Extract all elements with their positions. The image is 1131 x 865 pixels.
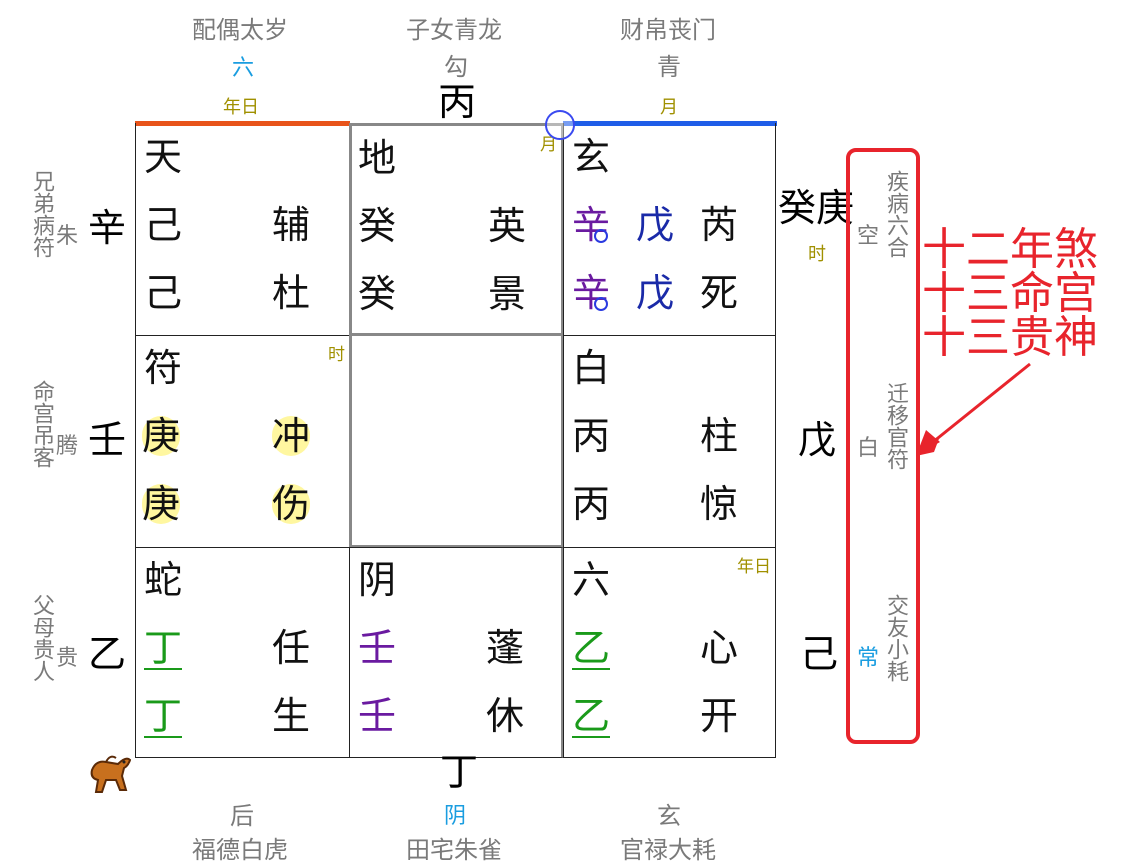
deity: 玄 (572, 135, 611, 179)
stem-heaven: 庚 (142, 414, 181, 458)
cell-r2-c1: 阴 壬 蓬 壬 休 (349, 547, 564, 758)
left-god-1: 腾 (56, 434, 79, 459)
left-god-0: 朱 (56, 224, 79, 249)
door: 休 (486, 694, 525, 738)
stem-heaven: 癸 (358, 204, 397, 248)
cell-r1-c0: 时 符 庚 冲 庚 伤 (135, 335, 350, 548)
star: 任 (272, 626, 311, 670)
right-god-0: 空 (857, 224, 880, 249)
star: 辅 (272, 203, 311, 247)
star: 柱 (700, 414, 739, 458)
right-god-2: 常 (857, 646, 880, 671)
star: 芮 (700, 203, 739, 247)
right-palace-name-1: 迁移官符 (883, 382, 908, 470)
cell-r0-c0: 天 己 辅 己 杜 (135, 123, 350, 336)
right-palace-name-0: 疾病六合 (883, 170, 908, 258)
year-day-mark: 年日 (737, 557, 771, 577)
deity: 白 (572, 346, 611, 390)
star: 心 (700, 626, 739, 670)
top-right-god: 青 (657, 53, 681, 81)
cell-r2-c0: 蛇 丁 任 丁 生 (135, 547, 350, 758)
star: 冲 (272, 414, 311, 458)
stem-mid: 戊 (636, 271, 675, 315)
right-palace-name-2: 交友小耗 (883, 594, 908, 682)
top-right-palace-name: 财帛丧门 (620, 16, 716, 44)
stem-heaven: 丁 (144, 626, 183, 670)
door: 惊 (700, 482, 739, 526)
deity: 天 (144, 135, 183, 179)
red-highlight-box (846, 148, 920, 744)
deity: 六 (572, 558, 611, 602)
left-palace-name-1: 命宫吊客 (29, 380, 54, 468)
cell-r0-c2: 玄 辛 戊 芮 辛 戊 死 (563, 123, 776, 336)
door: 生 (272, 694, 311, 738)
red-arrow-icon (916, 362, 1031, 456)
circle-marker-icon (545, 110, 575, 140)
circle-marker-icon (594, 297, 608, 311)
left-stem-2: 乙 (88, 632, 127, 676)
bottom-mid-stem: 丁 (440, 750, 479, 794)
orange-bar (135, 121, 350, 126)
cell-r0-c1: 月 地 癸 英 癸 景 (349, 123, 564, 336)
door: 死 (700, 271, 739, 315)
stem-heaven: 丙 (572, 414, 611, 458)
horse-icon (90, 755, 132, 793)
right-stem-0: 癸庚 (778, 186, 855, 230)
right-stem-2: 己 (800, 632, 839, 676)
left-god-2: 贵 (56, 646, 79, 671)
top-left-god: 六 (232, 56, 255, 81)
deity: 蛇 (144, 558, 183, 602)
stem-mid: 戊 (636, 203, 675, 247)
month-mark: 月 (540, 135, 557, 155)
right-god-1: 白 (857, 436, 880, 461)
door: 杜 (272, 271, 311, 315)
deity: 符 (144, 346, 183, 390)
circle-marker-icon (594, 229, 608, 243)
bottom-mid-god: 阴 (444, 804, 467, 829)
deity: 地 (358, 136, 397, 180)
annotation-line-0: 十二年煞 (922, 224, 1098, 275)
bottom-right-palace-name: 官禄大耗 (620, 836, 716, 864)
bottom-left-god: 后 (230, 802, 254, 830)
right-mark-0: 时 (808, 244, 826, 265)
star: 英 (488, 204, 527, 248)
blue-bar (563, 121, 777, 126)
bottom-right-god: 玄 (657, 802, 681, 830)
annotation-line-2: 十三贵神 (922, 312, 1098, 363)
hour-mark: 时 (328, 345, 345, 365)
door: 开 (700, 694, 739, 738)
door: 伤 (272, 482, 311, 526)
top-left-mark: 年日 (223, 97, 259, 118)
cell-r2-c2: 年日 六 乙 心 乙 开 (563, 547, 776, 758)
stem-earth: 癸 (358, 272, 397, 316)
stem-earth: 丙 (572, 482, 611, 526)
bottom-mid-palace-name: 田宅朱雀 (406, 836, 502, 864)
stem-earth: 庚 (142, 482, 181, 526)
left-stem-0: 辛 (88, 206, 127, 250)
top-right-mark: 月 (660, 97, 678, 118)
star: 蓬 (486, 626, 525, 670)
stem-heaven: 壬 (358, 626, 397, 670)
top-left-palace-name: 配偶太岁 (192, 16, 288, 44)
cell-r1-c2: 白 丙 柱 丙 惊 (563, 335, 776, 548)
stem-heaven: 己 (144, 203, 183, 247)
right-stem-1: 戊 (798, 418, 837, 462)
cell-r1-c1 (349, 335, 564, 548)
palace-grid: 天 己 辅 己 杜 月 地 癸 英 癸 景 玄 辛 戊 芮 辛 戊 死 时 符 … (135, 123, 776, 758)
left-stem-1: 壬 (88, 418, 127, 462)
deity: 阴 (358, 558, 397, 602)
door: 景 (488, 272, 527, 316)
top-mid-palace-name: 子女青龙 (406, 16, 502, 44)
stem-earth: 壬 (358, 694, 397, 738)
left-palace-name-2: 父母贵人 (29, 594, 54, 682)
stem-heaven: 乙 (572, 626, 611, 670)
bottom-left-palace-name: 福德白虎 (192, 836, 288, 864)
left-palace-name-0: 兄弟病符 (29, 170, 54, 258)
top-mid-god: 勾 (444, 53, 468, 81)
stem-earth: 丁 (144, 694, 183, 738)
top-mid-stem: 丙 (438, 80, 477, 124)
stem-earth: 乙 (572, 694, 611, 738)
annotation-line-1: 十三命宫 (922, 268, 1098, 319)
stem-earth: 己 (144, 271, 183, 315)
